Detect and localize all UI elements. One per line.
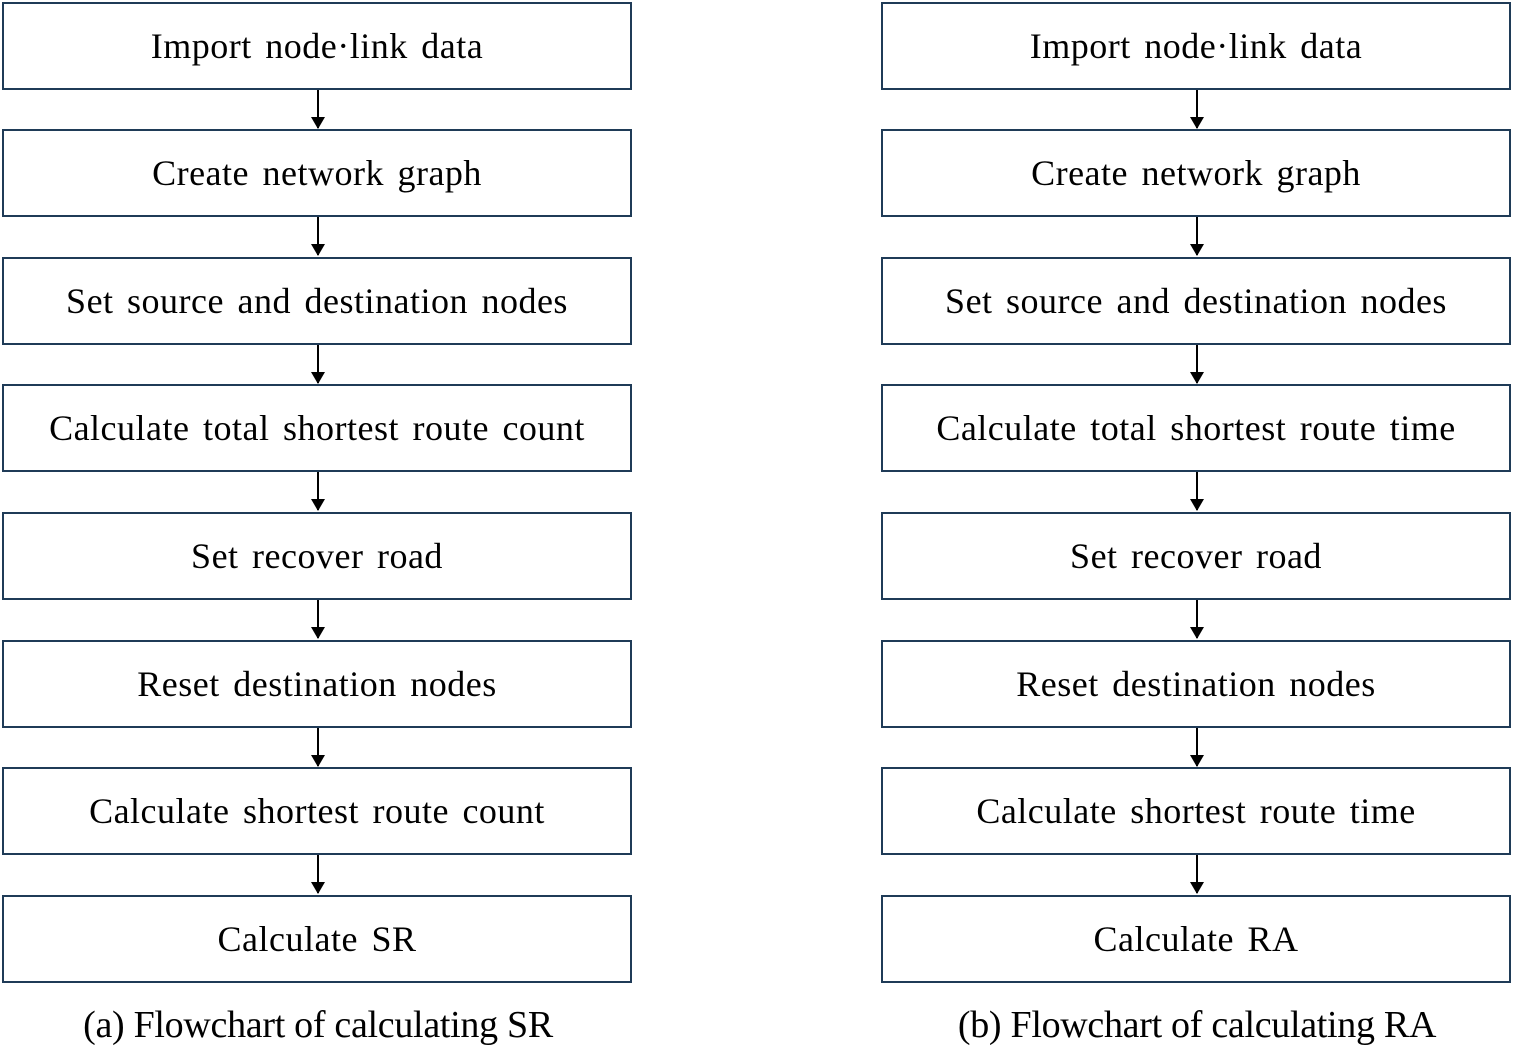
caption-b: (b) Flowchart of calculating RA xyxy=(957,1004,1437,1046)
flow-arrow xyxy=(1190,855,1204,894)
flow-arrow xyxy=(311,600,325,639)
step-label: Set recover road xyxy=(191,536,443,576)
flow-arrow xyxy=(311,217,325,256)
step-set-nodes: Set source and destination nodes xyxy=(2,257,632,345)
flow-arrow xyxy=(311,345,325,384)
step-calculate-ra: Calculate RA xyxy=(881,895,1511,983)
step-label: Import node·link data xyxy=(150,26,484,66)
step-label: Calculate SR xyxy=(217,919,417,959)
step-create-graph: Create network graph xyxy=(2,129,632,217)
step-reset-destination: Reset destination nodes xyxy=(881,640,1511,728)
flowchart-sr: Import node·link data Create network gra… xyxy=(2,0,634,1049)
step-set-recover-road: Set recover road xyxy=(2,512,632,600)
step-label: Calculate total shortest route count xyxy=(49,408,585,448)
caption-a: (a) Flowchart of calculating SR xyxy=(83,1004,553,1046)
step-set-nodes: Set source and destination nodes xyxy=(881,257,1511,345)
flow-arrow xyxy=(311,728,325,767)
step-label: Import node·link data xyxy=(1029,26,1363,66)
flow-arrow xyxy=(1190,345,1204,384)
step-label: Set source and destination nodes xyxy=(66,281,568,321)
step-label: Calculate RA xyxy=(1093,919,1299,959)
step-label: Calculate shortest route count xyxy=(89,791,545,831)
step-calculate-sr: Calculate SR xyxy=(2,895,632,983)
step-total-route-count: Calculate total shortest route count xyxy=(2,384,632,472)
flow-arrow xyxy=(1190,472,1204,511)
step-label: Reset destination nodes xyxy=(1016,664,1376,704)
step-import-data: Import node·link data xyxy=(881,2,1511,90)
step-route-count: Calculate shortest route count xyxy=(2,767,632,855)
step-reset-destination: Reset destination nodes xyxy=(2,640,632,728)
flow-arrow xyxy=(311,855,325,894)
step-route-time: Calculate shortest route time xyxy=(881,767,1511,855)
flow-arrow xyxy=(1190,90,1204,129)
step-label: Calculate shortest route time xyxy=(976,791,1416,831)
flowchart-ra: Import node·link data Create network gra… xyxy=(881,0,1513,1049)
step-label: Create network graph xyxy=(1031,153,1361,193)
step-import-data: Import node·link data xyxy=(2,2,632,90)
flow-arrow xyxy=(1190,217,1204,256)
flow-arrow xyxy=(1190,600,1204,639)
flow-arrow xyxy=(1190,728,1204,767)
step-label: Reset destination nodes xyxy=(137,664,497,704)
step-set-recover-road: Set recover road xyxy=(881,512,1511,600)
step-label: Calculate total shortest route time xyxy=(936,408,1456,448)
step-label: Set source and destination nodes xyxy=(945,281,1447,321)
step-total-route-time: Calculate total shortest route time xyxy=(881,384,1511,472)
step-create-graph: Create network graph xyxy=(881,129,1511,217)
flow-arrow xyxy=(311,90,325,129)
step-label: Create network graph xyxy=(152,153,482,193)
step-label: Set recover road xyxy=(1070,536,1322,576)
flow-arrow xyxy=(311,472,325,511)
